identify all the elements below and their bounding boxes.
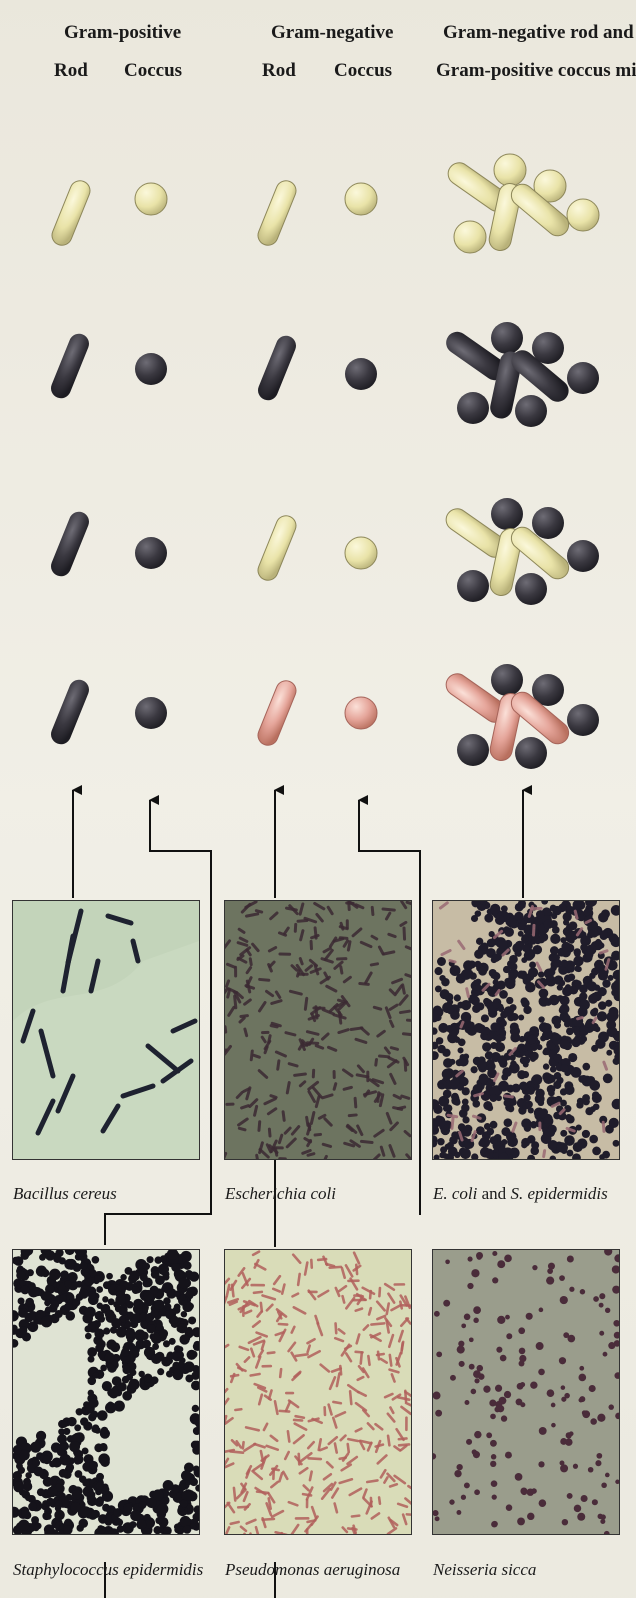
micrograph-neisseria	[432, 1249, 620, 1535]
neisseria-image	[433, 1250, 619, 1534]
micrograph-bacillus-cereus	[12, 900, 200, 1160]
bacillus-image	[13, 901, 199, 1159]
micrograph-staphylococcus	[12, 1249, 200, 1535]
link-bacillus-staph	[105, 1214, 211, 1245]
caption-staph: Staphylococcus epidermidis	[13, 1560, 203, 1580]
pseudomonas-image	[225, 1250, 411, 1534]
caption-bacillus: Bacillus cereus	[13, 1184, 117, 1204]
mix-image	[433, 901, 619, 1159]
caption-mix: E. coli and S. epidermidis	[433, 1184, 608, 1204]
micrograph-mix	[432, 900, 620, 1160]
micrograph-pseudomonas	[224, 1249, 412, 1535]
caption-ecoli: Escherichia coli	[225, 1184, 336, 1204]
caption-pseudomonas: Pseudomonas aeruginosa	[225, 1560, 400, 1580]
ecoli-image	[225, 901, 411, 1159]
caption-neisseria: Neisseria sicca	[433, 1560, 536, 1580]
staph-image	[13, 1250, 199, 1534]
micrograph-escherichia-coli	[224, 900, 412, 1160]
